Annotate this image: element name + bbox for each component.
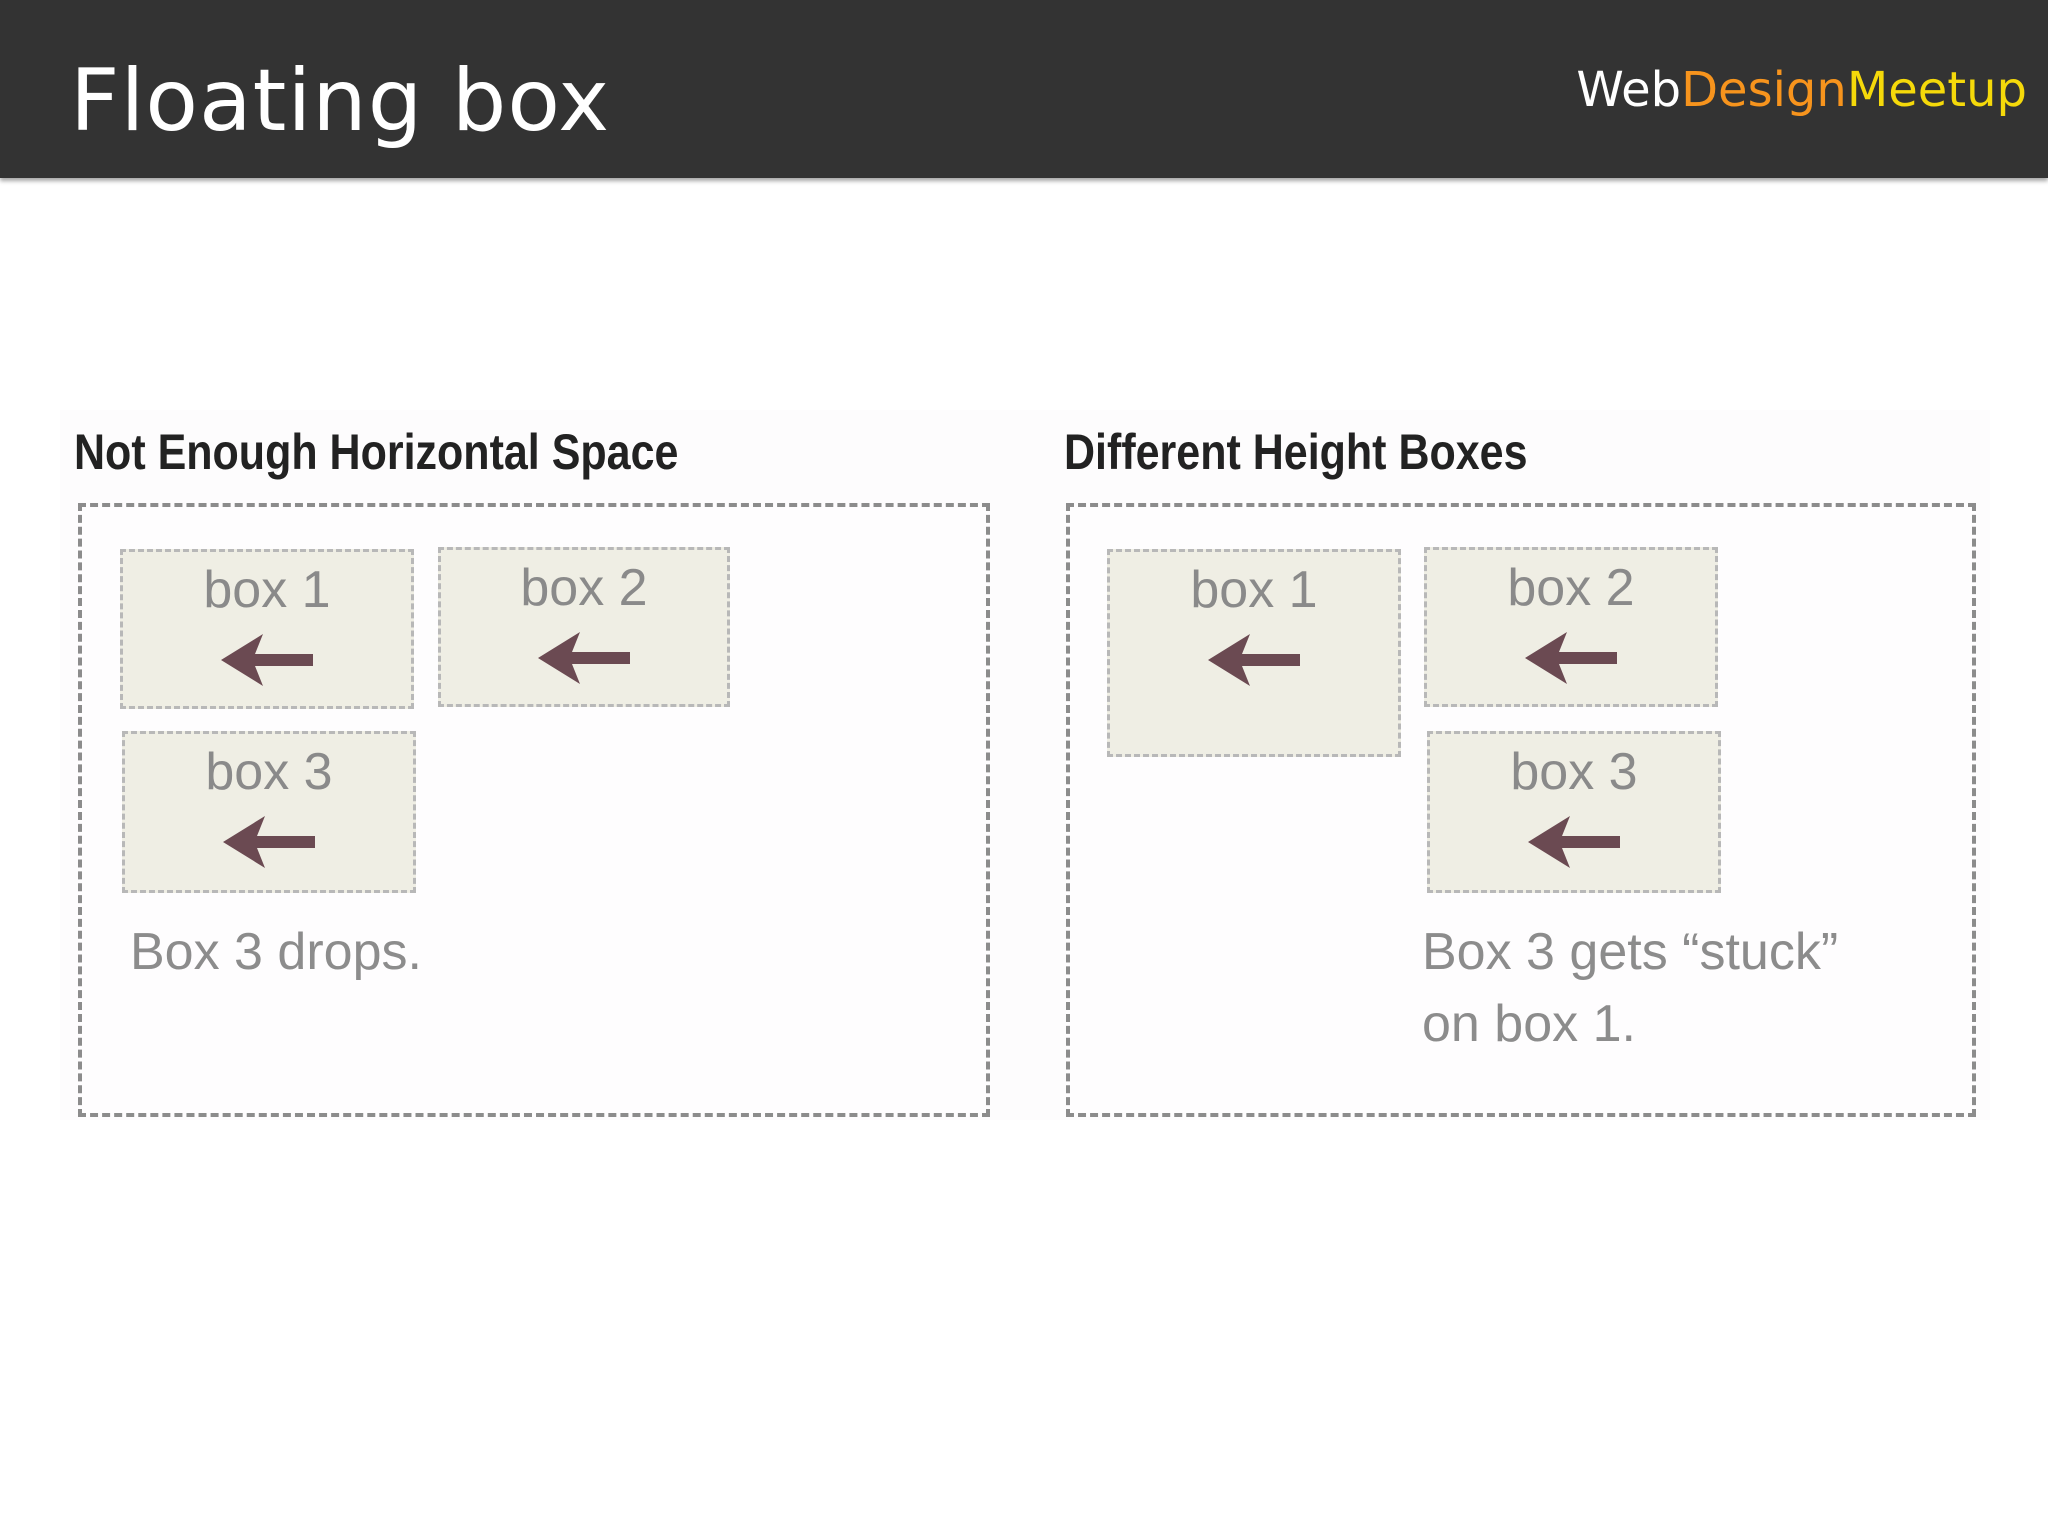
box-label: box 3 [1510,743,1638,801]
box-label: box 1 [203,561,331,619]
logo-part-meetup: Meetup [1846,62,2027,118]
left-arrow-icon [1525,632,1617,684]
box-label: box 2 [520,559,648,617]
right-box-3: box 3 [1427,731,1721,893]
right-panel-heading: Different Height Boxes [1064,424,1528,480]
right-panel-caption-line-1: Box 3 gets “stuck” [1422,923,1839,981]
left-panel-heading: Not Enough Horizontal Space [74,424,679,480]
left-arrow-icon [221,634,313,686]
box-label: box 1 [1190,561,1318,619]
left-arrow-icon [223,816,315,868]
right-box-1: box 1 [1107,549,1401,757]
left-arrow-icon [1528,816,1620,868]
web-design-meetup-logo: WebDesignMeetup [1576,60,2027,120]
box-label: box 2 [1507,559,1635,617]
left-box-3: box 3 [122,731,416,893]
logo-part-design: Design [1681,62,1847,118]
left-panel-caption: Box 3 drops. [130,923,422,981]
left-box-1: box 1 [120,549,414,709]
box-label: box 3 [205,743,333,801]
slide-title: Floating box [70,51,611,151]
left-arrow-icon [1208,634,1300,686]
slide-header: Floating box WebDesignMeetup [0,0,2048,178]
right-panel-caption-line-2: on box 1. [1422,995,1636,1053]
left-box-2: box 2 [438,547,730,707]
left-arrow-icon [538,632,630,684]
right-box-2: box 2 [1424,547,1718,707]
logo-part-web: Web [1576,62,1682,118]
